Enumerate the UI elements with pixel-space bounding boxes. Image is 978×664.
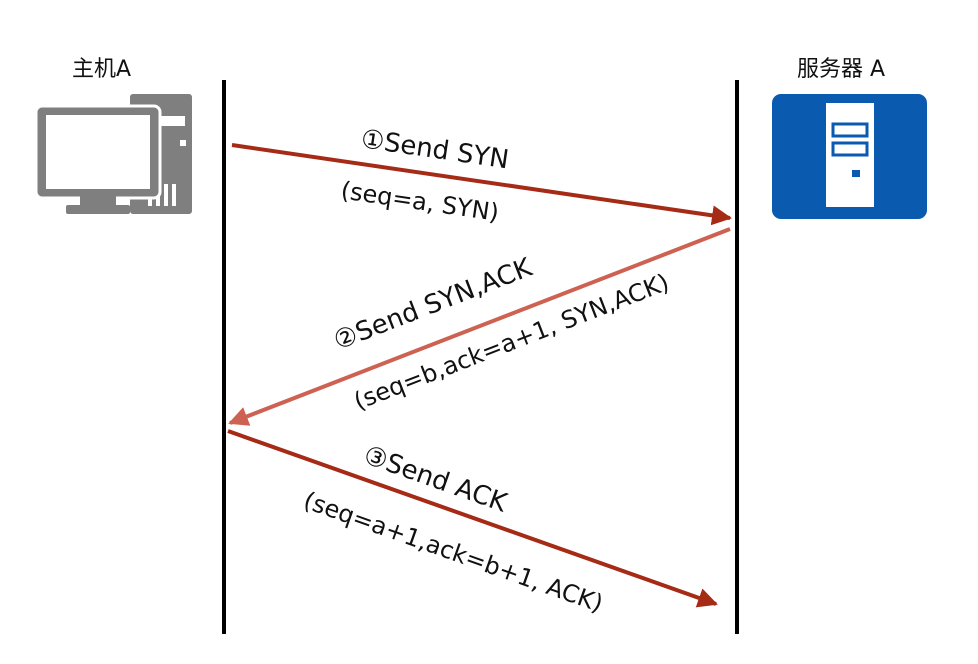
ack-detail: (seq=a+1,ack=b+1, ACK): [300, 486, 607, 618]
client-label: 主机A: [72, 57, 131, 82]
syn-ack-arrow: [228, 227, 731, 426]
syn-detail: (seq=a, SYN): [339, 176, 501, 227]
syn-ack-detail: (seq=b,ack=a+1, SYN,ACK): [350, 268, 673, 415]
ack-label: ③Send ACK: [360, 440, 512, 519]
ack-arrow: [227, 429, 718, 608]
desktop-computer-icon: [34, 94, 192, 214]
syn-arrow: [231, 143, 732, 226]
server-icon: [772, 94, 927, 219]
server-label: 服务器 A: [797, 57, 885, 82]
